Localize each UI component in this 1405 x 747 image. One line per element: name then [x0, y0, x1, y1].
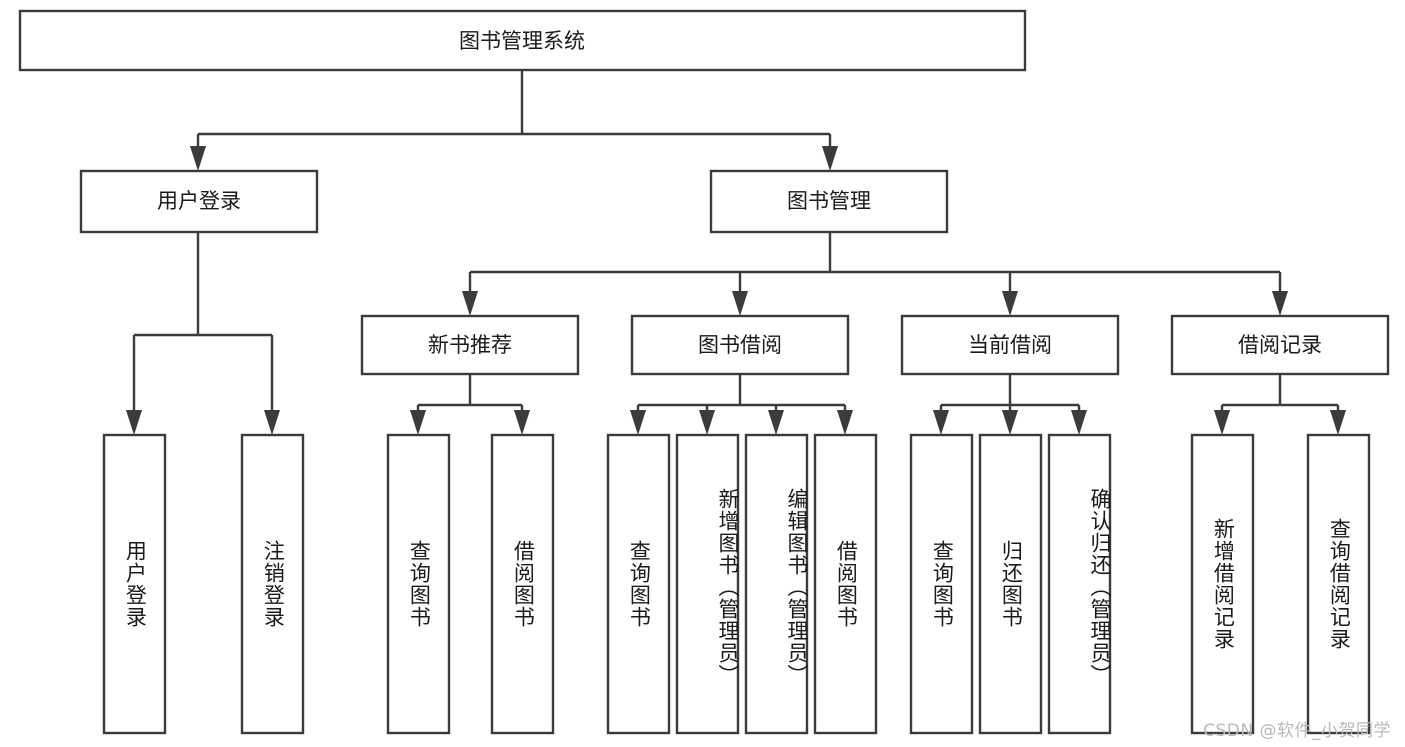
leaf-box-bb-borrow-book[interactable] [813, 433, 878, 735]
node-boxes [18, 9, 1390, 735]
arrow-head-bb-leaf-2 [699, 410, 715, 435]
leaf-box-bb-query-book[interactable] [606, 433, 671, 735]
leaf-box-bb-add-book[interactable] [675, 433, 740, 735]
arrow-head-cb-leaf-3 [1071, 410, 1087, 435]
arrow-head-book-borrow [732, 291, 748, 316]
arrow-head-nb-leaf-1 [410, 410, 426, 435]
arrow-head-cb-leaf-2 [1002, 410, 1018, 435]
watermark: CSDN @软件_小贺同学 [1203, 721, 1391, 741]
node-book-manage-label: 图书管理 [787, 189, 871, 213]
leaf-box-br-query-record[interactable] [1306, 433, 1371, 735]
arrow-head-user-login [190, 146, 206, 171]
node-root[interactable] [18, 9, 1027, 72]
arrow-head-leaf-logout [264, 410, 280, 435]
leaf-box-nb-query-book[interactable] [386, 433, 451, 735]
leaf-box-br-add-record[interactable] [1190, 433, 1255, 735]
leaf-box-cb-confirm-return[interactable] [1047, 433, 1112, 735]
connectors [126, 70, 1346, 435]
node-user-login[interactable] [79, 169, 319, 234]
arrow-head-leaf-user-login [126, 410, 142, 435]
leaf-box-cb-return-book[interactable] [978, 433, 1043, 735]
leaf-box-bb-edit-book[interactable] [744, 433, 809, 735]
node-current-borrow[interactable] [900, 314, 1120, 376]
arrow-head-bb-leaf-4 [837, 410, 853, 435]
arrow-head-nb-leaf-2 [514, 410, 530, 435]
arrow-head-new-book [462, 291, 478, 316]
node-user-login-label: 用户登录 [157, 189, 241, 213]
leaf-box-nb-borrow-book[interactable] [490, 433, 555, 735]
node-borrow-record[interactable] [1170, 314, 1390, 376]
arrow-head-current-borrow [1002, 291, 1018, 316]
node-borrow-record-label: 借阅记录 [1238, 333, 1322, 357]
node-book-borrow-label: 图书借阅 [698, 333, 782, 357]
node-root-label: 图书管理系统 [459, 29, 585, 53]
node-labels: 图书管理系统 用户登录 图书管理 新书推荐 图书借阅 当前借阅 借阅记录 [157, 29, 1322, 357]
leaf-box-logout[interactable] [240, 433, 305, 735]
leaf-box-user-login[interactable] [102, 433, 167, 735]
arrow-head-bb-leaf-1 [630, 410, 646, 435]
arrow-head-br-leaf-2 [1330, 410, 1346, 435]
node-current-borrow-label: 当前借阅 [968, 333, 1052, 357]
arrow-head-borrow-record [1272, 291, 1288, 316]
node-book-borrow[interactable] [630, 314, 850, 376]
arrow-head-cb-leaf-1 [933, 410, 949, 435]
node-new-book-recommend-label: 新书推荐 [428, 333, 512, 357]
node-book-manage[interactable] [709, 169, 949, 234]
node-new-book-recommend[interactable] [360, 314, 580, 376]
arrow-head-book-manage [822, 146, 838, 171]
arrow-head-br-leaf-1 [1214, 410, 1230, 435]
leaf-box-cb-query-book[interactable] [909, 433, 974, 735]
arrow-head-bb-leaf-3 [768, 410, 784, 435]
